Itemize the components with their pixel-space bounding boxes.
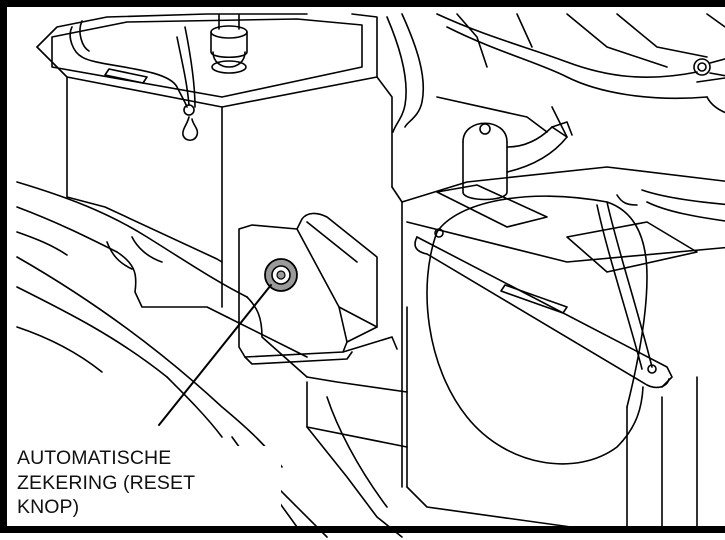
callout-line-3: KNOP) <box>17 496 80 518</box>
reset-button <box>264 258 298 292</box>
battery-compartment-drawing <box>16 13 725 538</box>
right-battery <box>401 121 725 533</box>
top-cables <box>386 13 725 138</box>
callout-line-1: AUTOMATISCHE <box>17 447 172 469</box>
callout-line-2: ZEKERING (RESET <box>17 471 196 494</box>
left-battery <box>36 13 403 308</box>
callout-leader-line <box>158 284 272 426</box>
callout-label: AUTOMATISCHE ZEKERING (RESET KNOP) <box>17 446 281 520</box>
breaker-housing <box>238 212 398 365</box>
